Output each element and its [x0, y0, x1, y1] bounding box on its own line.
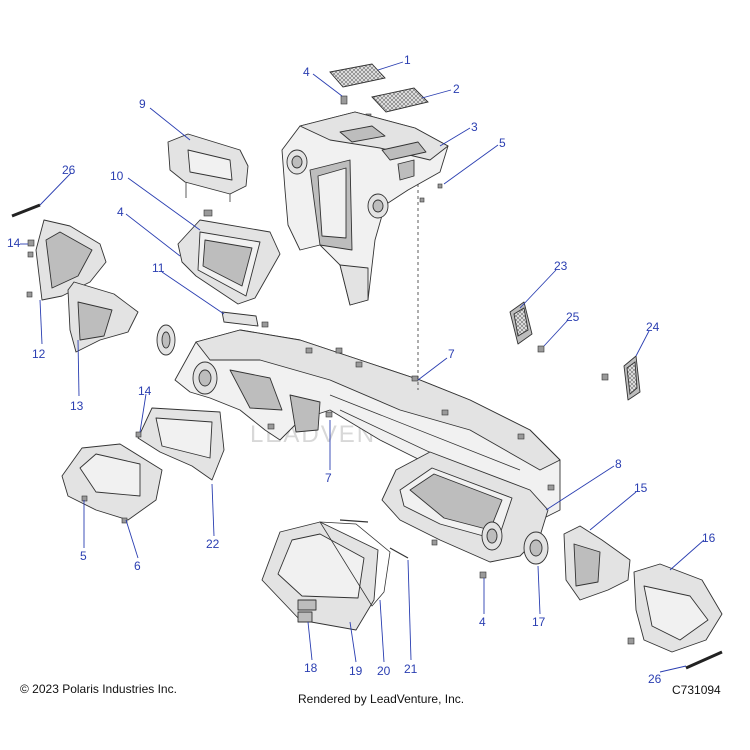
callout-21: 21	[404, 662, 418, 676]
callout-2: 2	[453, 82, 460, 96]
callout-5: 5	[499, 136, 506, 150]
part-15-right-side-panel	[563, 525, 631, 601]
callout-22: 22	[206, 537, 220, 551]
callout-4: 4	[303, 65, 310, 79]
callout-5: 5	[80, 549, 87, 563]
part-21-rod	[339, 519, 409, 559]
part-19-glovebox-door	[261, 521, 379, 631]
callout-6: 6	[134, 559, 141, 573]
part-25-clip	[537, 345, 545, 353]
callout-19: 19	[349, 664, 363, 678]
callout-24: 24	[646, 320, 660, 334]
callout-12: 12	[32, 347, 46, 361]
callout-7: 7	[325, 471, 332, 485]
part-18-latch	[297, 611, 313, 623]
part-12-left-side-panel	[26, 219, 107, 301]
part-13-left-inner-panel	[67, 281, 139, 353]
callout-9: 9	[139, 97, 146, 111]
callout-8: 8	[615, 457, 622, 471]
callout-20: 20	[377, 664, 391, 678]
part-3-upper-dash-panel	[281, 111, 449, 306]
copyright-notice: © 2023 Polaris Industries Inc.	[20, 682, 177, 696]
callout-13: 13	[70, 399, 84, 413]
callout-26: 26	[648, 672, 662, 686]
part-26-trim-strip-right	[685, 650, 723, 670]
part-22-gauge-bracket	[135, 407, 225, 481]
callout-labels: 1 2 3 4 5 9 10 4 26 14 12 13 11 23 25 24…	[7, 53, 716, 686]
part-20-door-seal	[319, 521, 391, 607]
callout-26: 26	[62, 163, 76, 177]
rendered-by-credit: Rendered by LeadVenture, Inc.	[298, 692, 465, 706]
callout-16: 16	[702, 531, 716, 545]
callout-14: 14	[7, 236, 21, 250]
part-10-display-housing	[177, 209, 281, 305]
part-14-clip-left	[27, 239, 35, 247]
part-24-vent-right	[601, 355, 641, 401]
part-23-vent	[509, 301, 533, 345]
callout-4: 4	[117, 205, 124, 219]
speaker-ring-left	[156, 324, 176, 356]
part-9-mounting-bracket	[167, 133, 249, 202]
part-6-gauge-cover	[61, 443, 163, 524]
leader-lines	[20, 61, 705, 673]
part-1-upper-vent-grille	[329, 63, 386, 88]
callout-7: 7	[448, 347, 455, 361]
part-11-switch-bezel	[221, 311, 269, 328]
callout-14: 14	[138, 384, 152, 398]
callout-3: 3	[471, 120, 478, 134]
diagram-id: C731094	[672, 683, 721, 697]
callout-15: 15	[634, 481, 648, 495]
callout-10: 10	[110, 169, 124, 183]
part-26-trim-strip-left	[11, 203, 41, 218]
part-16-right-kick-panel	[627, 563, 723, 653]
part-2-lower-vent-grille	[371, 87, 429, 113]
callout-17: 17	[532, 615, 546, 629]
callout-25: 25	[566, 310, 580, 324]
callout-18: 18	[304, 661, 318, 675]
callout-1: 1	[404, 53, 411, 67]
callout-4: 4	[479, 615, 486, 629]
part-8-instrument-frame	[381, 451, 549, 579]
callout-23: 23	[554, 259, 568, 273]
callout-11: 11	[152, 261, 165, 275]
part-17-speaker-ring	[523, 531, 549, 565]
